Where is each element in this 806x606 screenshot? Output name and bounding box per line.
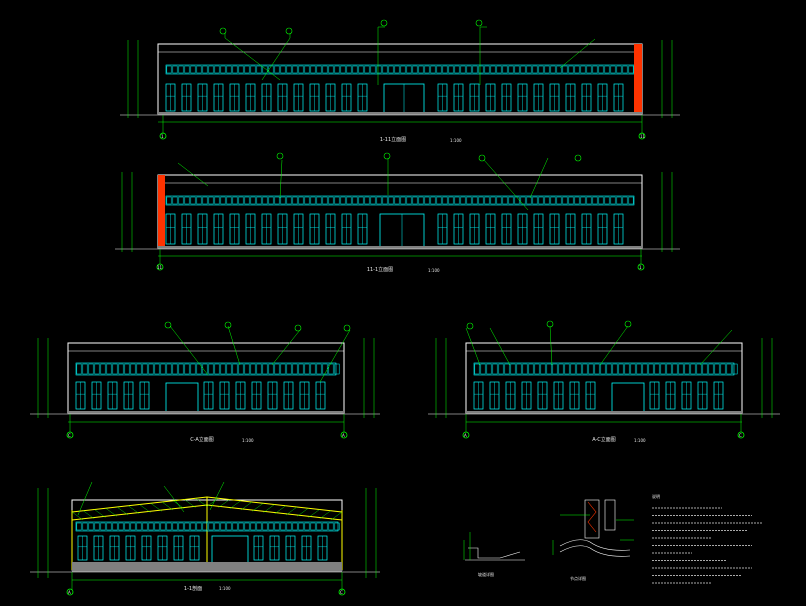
axis-label-end: C <box>739 433 742 438</box>
upper-window-strip <box>165 64 635 75</box>
elevation-2: 11-1立面图 1:100 11 1 <box>115 152 680 273</box>
view-scale: 1:100 <box>634 438 646 443</box>
view-scale: 1:100 <box>428 268 440 273</box>
ground-line <box>158 112 642 115</box>
roof-truss <box>71 496 343 570</box>
floor-slab <box>72 562 342 572</box>
axis-label-start: 1 <box>161 134 164 139</box>
axis-label-start: 11 <box>157 265 163 270</box>
steel-ladder <box>158 175 165 248</box>
axis-label-end: 11 <box>640 134 646 139</box>
upper-window-strip <box>473 362 738 376</box>
elevation-1: 1-11立面图 1:100 1 11 <box>120 19 680 143</box>
view-title: 1-11立面图 <box>380 136 406 143</box>
upper-window-strip <box>75 362 340 376</box>
axis-label-start: A <box>464 433 467 438</box>
main-door <box>611 382 645 414</box>
axis-label-start: C <box>68 433 71 438</box>
lower-windows <box>165 83 624 112</box>
view-scale: 1:100 <box>242 438 254 443</box>
axis-label-start: A <box>68 590 71 595</box>
view-scale: 1:100 <box>219 586 231 591</box>
view-title: A-C立面图 <box>592 436 616 443</box>
elevation-4: A-C立面图 1:100 A C <box>428 320 780 443</box>
detail-ramp: 坡道详图 <box>463 532 525 577</box>
notes-heading: 说明 <box>652 493 660 499</box>
main-door <box>165 382 199 414</box>
view-title: 11-1立面图 <box>367 266 393 273</box>
lower-windows <box>165 213 624 245</box>
ground-line <box>158 246 642 249</box>
upper-window-strip <box>75 521 340 532</box>
view-title: 1-1剖面 <box>184 585 202 592</box>
axis-label-end: A <box>342 433 345 438</box>
lower-windows <box>75 381 326 410</box>
lower-windows <box>77 535 328 561</box>
elevation-3: C-A立面图 1:100 C A <box>30 321 380 443</box>
view-scale: 1:100 <box>450 138 462 143</box>
ground-line <box>68 411 344 414</box>
detail-node: 节点详图 <box>552 499 634 581</box>
axis-label-end: 1 <box>639 265 642 270</box>
steel-ladder <box>634 44 642 114</box>
lower-windows <box>473 381 724 410</box>
upper-window-strip <box>165 195 635 206</box>
general-notes: 说明 <box>652 493 762 584</box>
section-1-1: 1-1剖面 1:100 A C <box>30 481 380 596</box>
view-title: C-A立面图 <box>190 436 214 443</box>
detail-title: 节点详图 <box>570 575 586 581</box>
ground-line <box>466 411 742 414</box>
detail-title: 坡道详图 <box>478 571 494 577</box>
axis-label-end: C <box>340 590 343 595</box>
